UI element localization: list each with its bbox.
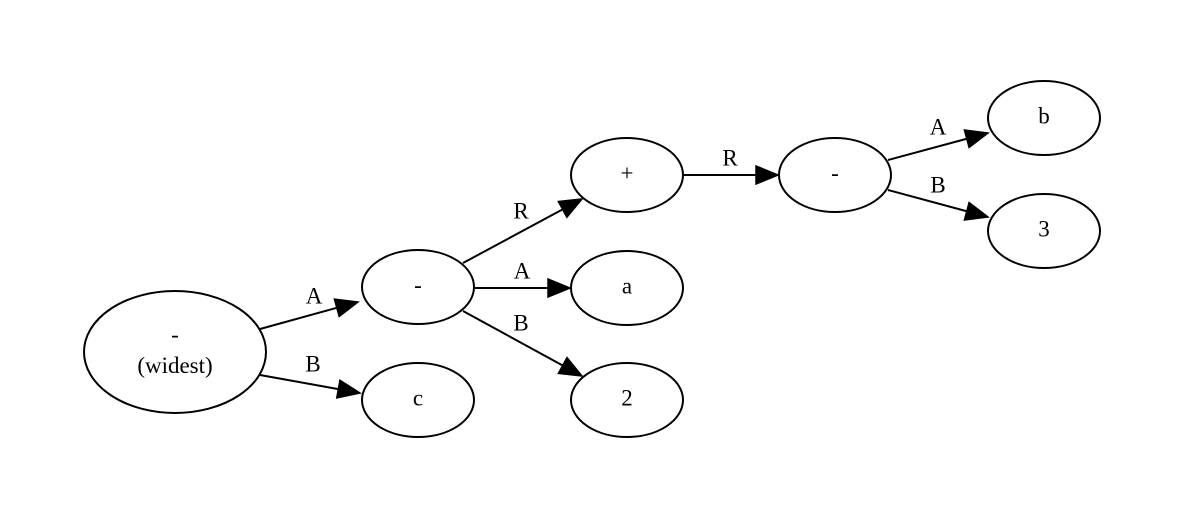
node-ellipse [570,362,684,438]
edge-plus-to-m2: R [683,145,780,186]
node-root: - (widest) [83,290,267,414]
node-label: - [831,160,839,185]
node-label: + [621,160,634,185]
node-label: a [622,273,632,298]
edge-line [887,189,968,213]
edge-line [462,208,564,264]
edge-label: A [514,258,531,283]
node-c: c [361,362,475,438]
edge-m2-to-b: A [887,114,990,161]
node-ellipse [570,137,684,213]
node-label: c [413,385,423,410]
edge-line [259,374,339,391]
node-label: 2 [621,385,633,410]
edge-label: A [930,114,947,139]
edge-label: R [513,198,529,223]
edge-line [462,310,564,367]
edge-line [887,137,968,161]
arrowhead [547,277,572,299]
node-label: - [171,322,179,347]
node-ellipse [987,193,1101,269]
node-ellipse [361,249,475,325]
node-b: b [987,80,1101,156]
nodes-layer: - (widest) - c + a 2 - b 3 [83,80,1101,438]
arrowhead [557,198,584,219]
edge-label: B [305,351,320,376]
node-label: b [1038,103,1050,128]
node-three: 3 [987,193,1101,269]
node-ellipse [570,250,684,326]
node-label: - [414,272,422,297]
arrowhead [335,379,362,399]
edges-layer: A B R A B R A B [259,114,990,399]
edge-label: R [722,145,738,170]
arrowhead [963,201,990,221]
node-label: 3 [1038,216,1050,241]
edge-m2-to-three: B [887,172,990,221]
arrowhead [963,129,990,149]
arrowhead [755,164,780,186]
edge-m1-to-plus: R [462,198,584,264]
node-plus: + [570,137,684,213]
edge-label: A [306,283,323,308]
arrowhead [333,298,360,318]
edge-m1-to-two: B [462,310,584,377]
arrowhead [557,356,584,377]
edge-root-to-m1: A [259,283,360,330]
node-two: 2 [570,362,684,438]
edge-root-to-c: B [259,351,362,399]
edge-label: B [513,310,528,335]
edge-line [259,306,338,330]
edge-label: B [930,172,945,197]
node-a: a [570,250,684,326]
node-ellipse [83,290,267,414]
node-m1: - [361,249,475,325]
node-m2: - [778,137,892,213]
node-label: (widest) [137,353,212,378]
node-ellipse [778,137,892,213]
node-ellipse [987,80,1101,156]
node-ellipse [361,362,475,438]
edge-m1-to-a: A [475,258,572,299]
